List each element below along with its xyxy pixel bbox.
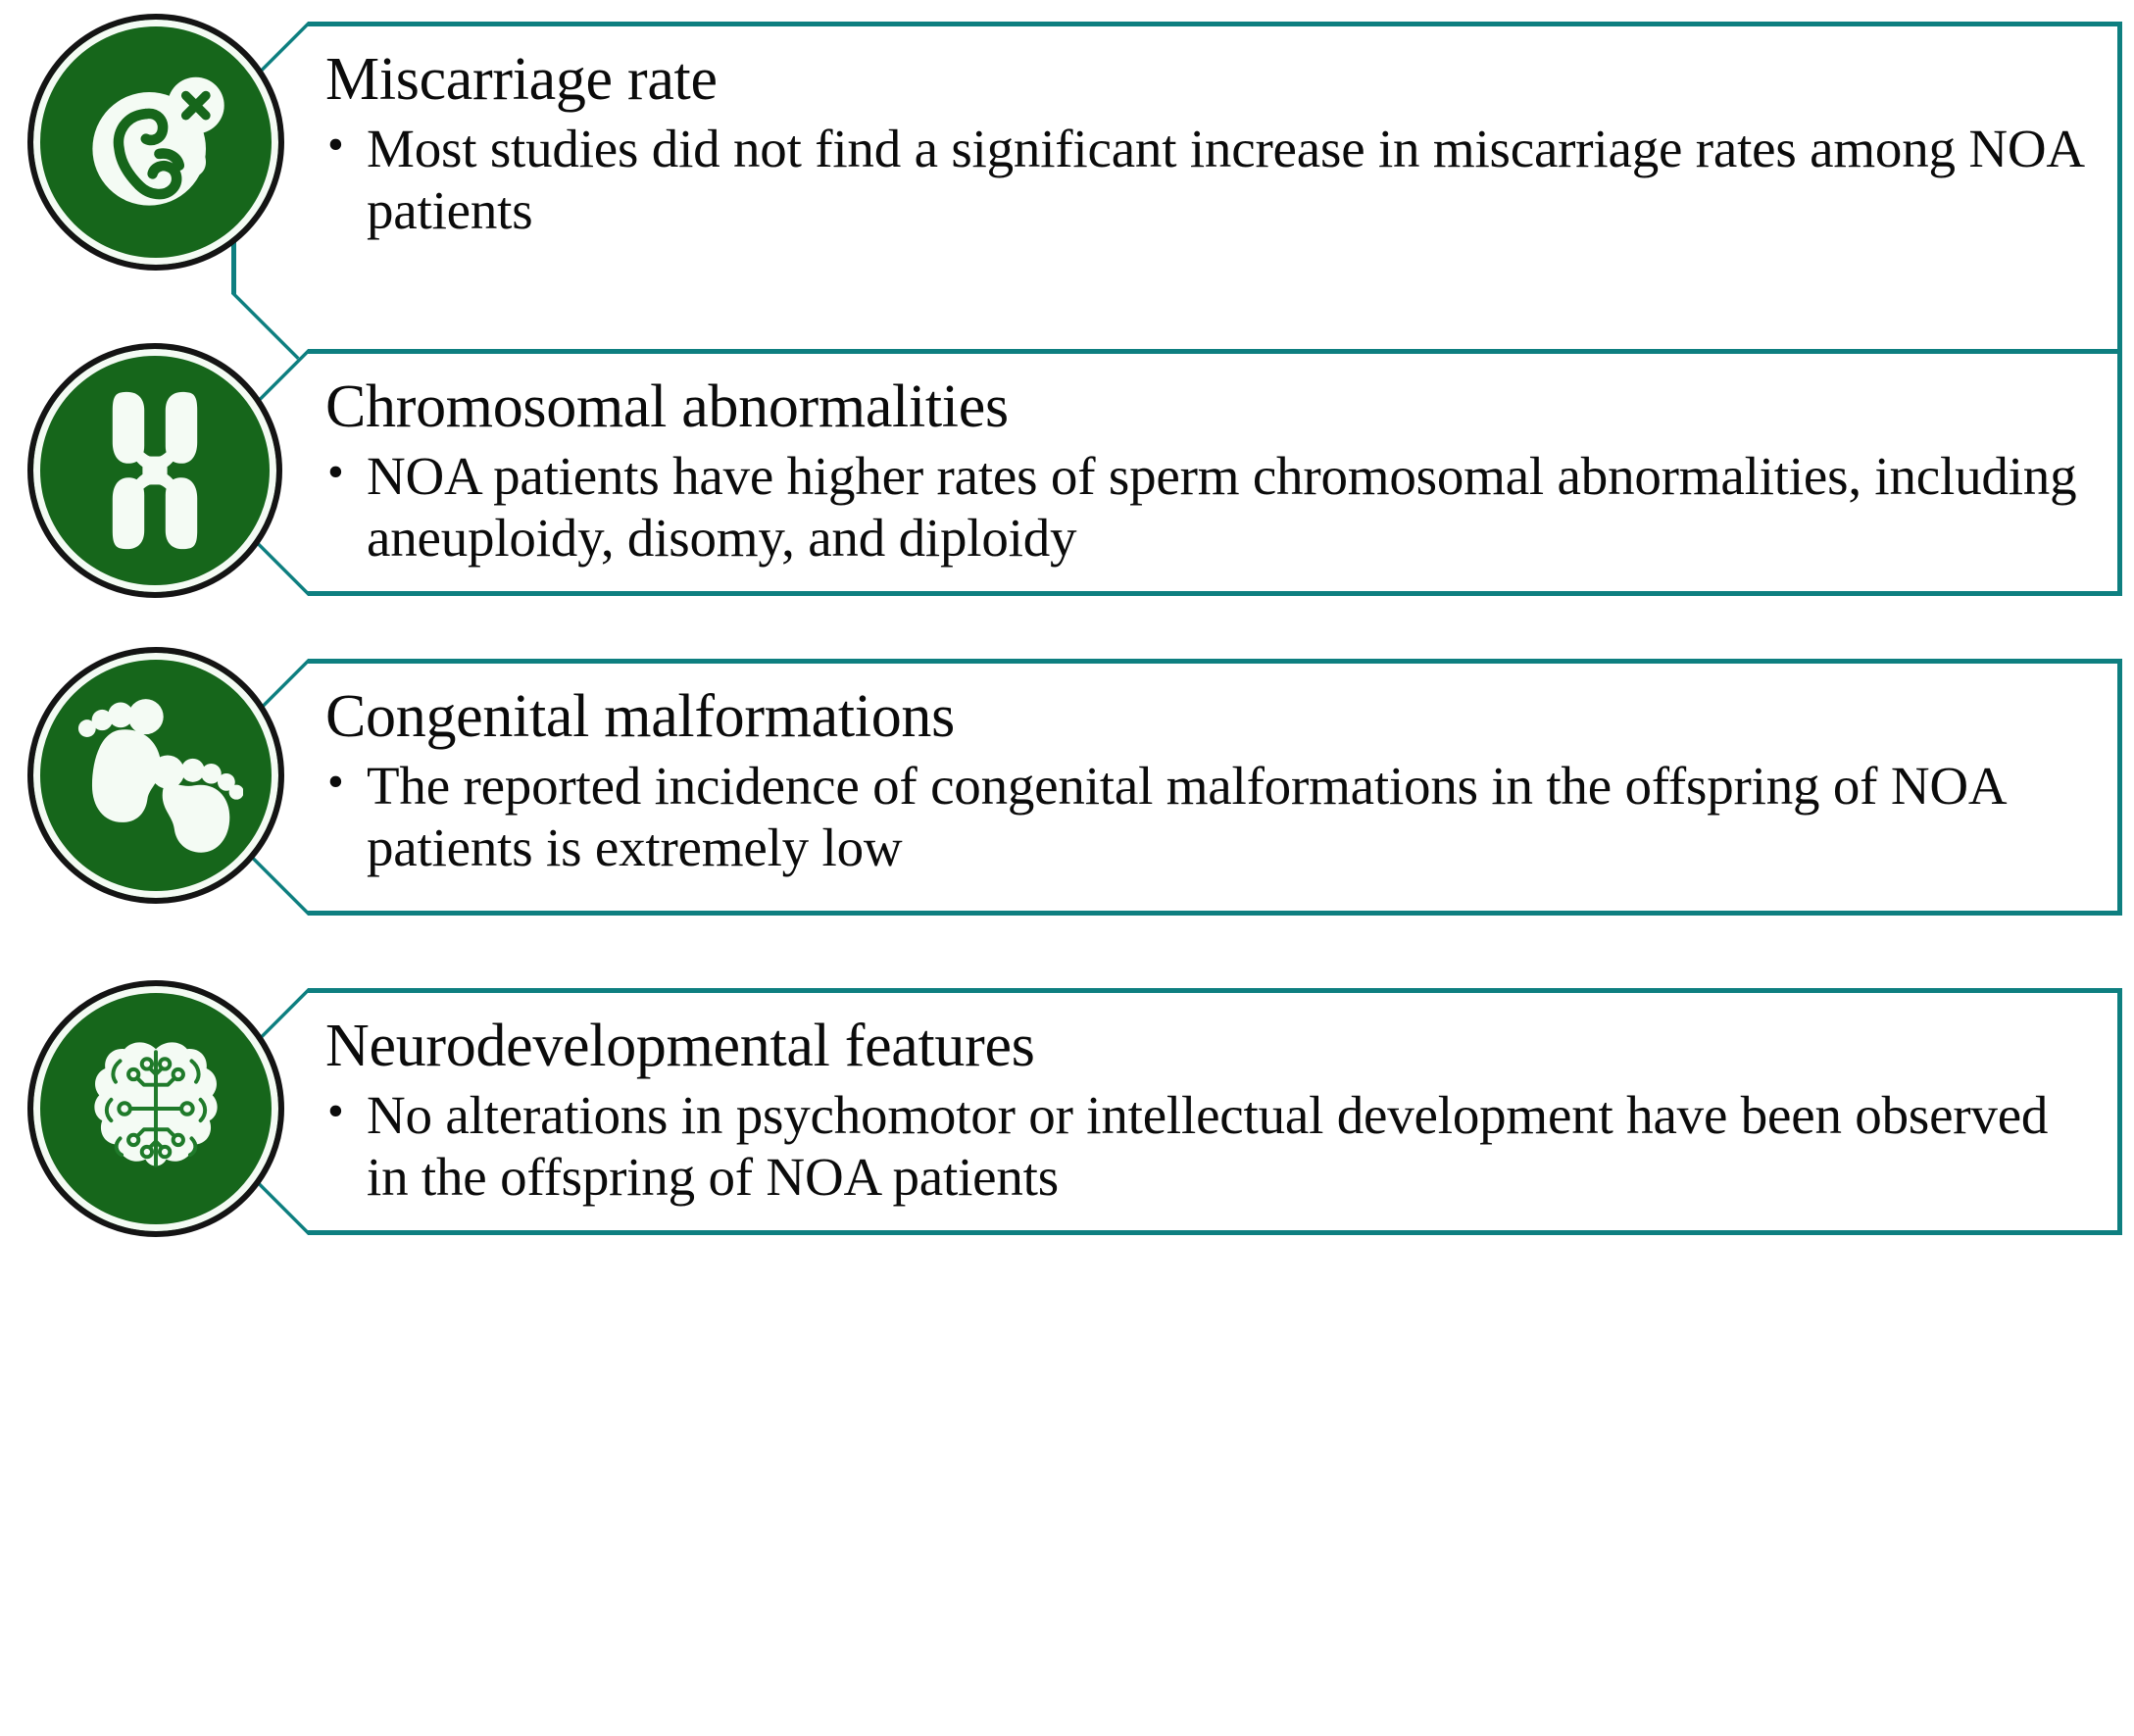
section-title: Neurodevelopmental features — [325, 1013, 1035, 1079]
callout-box: Congenital malformations The reported in… — [231, 659, 2122, 916]
embryo-x-icon — [92, 76, 224, 206]
baby-footprints-icon — [77, 699, 243, 853]
callout-box: Miscarriage rate Most studies did not fi… — [231, 22, 2122, 371]
callout-content: Chromosomal abnormalities NOA patients h… — [231, 349, 2122, 596]
list-item: The reported incidence of congenital mal… — [325, 756, 2099, 878]
callout-content: Neurodevelopmental features No alteratio… — [231, 988, 2122, 1235]
section-title: Congenital malformations — [325, 683, 955, 750]
icon-medallion-chromosomal-abnormalities — [27, 343, 282, 598]
list-item: NOA patients have higher rates of sperm … — [325, 446, 2099, 569]
bullet-list: Most studies did not find a significant … — [325, 119, 2099, 241]
bullet-list: NOA patients have higher rates of sperm … — [325, 446, 2099, 569]
bullet-list: The reported incidence of congenital mal… — [325, 756, 2099, 878]
icon-medallion-congenital-malformations — [27, 647, 284, 904]
callout-content: Congenital malformations The reported in… — [231, 659, 2122, 916]
brain-circuit-icon — [94, 1042, 218, 1167]
list-item: No alterations in psychomotor or intelle… — [325, 1085, 2099, 1208]
callout-content: Miscarriage rate Most studies did not fi… — [231, 22, 2122, 371]
icon-medallion-miscarriage-rate — [27, 14, 284, 271]
chromosome-icon — [112, 391, 198, 550]
section-title: Miscarriage rate — [325, 46, 718, 113]
callout-box: Chromosomal abnormalities NOA patients h… — [231, 349, 2122, 596]
icon-medallion-neurodevelopmental-features — [27, 980, 284, 1237]
section-title: Chromosomal abnormalities — [325, 373, 1009, 440]
callout-box: Neurodevelopmental features No alteratio… — [231, 988, 2122, 1235]
list-item: Most studies did not find a significant … — [325, 119, 2099, 241]
bullet-list: No alterations in psychomotor or intelle… — [325, 1085, 2099, 1208]
